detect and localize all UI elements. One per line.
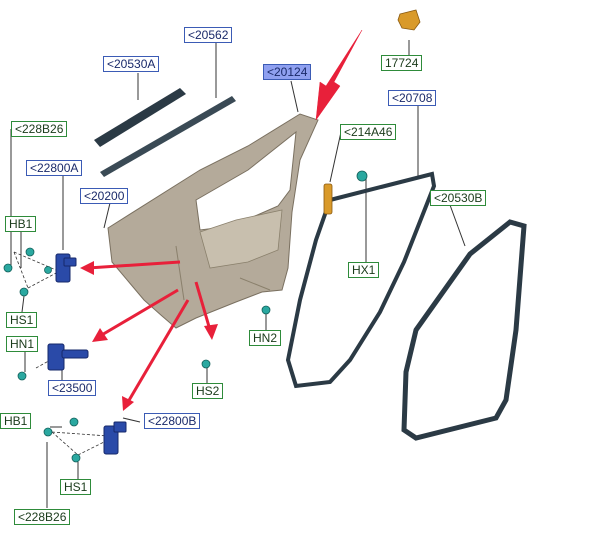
label-22800B[interactable]: <22800B [144, 413, 201, 429]
arrow-to-HS2 [194, 281, 212, 331]
label-20200[interactable]: <20200 [80, 188, 129, 204]
arrow-to-23500 [99, 288, 179, 338]
label-23500[interactable]: <23500 [48, 380, 97, 396]
label-17724[interactable]: 17724 [381, 55, 423, 71]
label-214A46[interactable]: <214A46 [340, 124, 397, 140]
label-20530B[interactable]: <20530B [430, 190, 487, 206]
orange-parts [323, 9, 421, 215]
door-panel-20124 [107, 113, 319, 329]
label-HN1[interactable]: HN1 [6, 336, 39, 352]
window-strip-20530A [94, 88, 186, 147]
label-HB1-top[interactable]: HB1 [5, 216, 37, 232]
assembly-dashed-lines [13, 251, 109, 456]
window-strip-20562 [100, 96, 236, 177]
label-22800A[interactable]: <22800A [26, 160, 83, 176]
leader-lines [10, 40, 466, 508]
label-20530A[interactable]: <20530A [103, 56, 160, 72]
check-strap-23500-part [47, 343, 89, 371]
arrow-to-22800B [126, 299, 190, 403]
fasteners [3, 170, 368, 463]
label-HS1-bottom[interactable]: HS1 [60, 479, 92, 495]
hinge-22800B-part [103, 421, 127, 455]
label-228B26-bottom[interactable]: <228B26 [14, 509, 71, 525]
door-seal-20530B [401, 219, 527, 441]
label-228B26-top[interactable]: <228B26 [11, 121, 68, 137]
label-HS1-top[interactable]: HS1 [6, 312, 38, 328]
label-HB1-bottom[interactable]: HB1 [0, 413, 32, 429]
hinge-22800A-part [55, 253, 77, 283]
label-20562[interactable]: <20562 [184, 27, 233, 43]
arrow-to-22800A [87, 260, 181, 270]
arrow-to-20124 [315, 29, 363, 121]
label-HN2[interactable]: HN2 [249, 330, 282, 346]
latch-214A46-part [323, 183, 333, 215]
bracket-17724-part [397, 9, 421, 31]
label-20124[interactable]: <20124 [263, 64, 312, 80]
label-20708[interactable]: <20708 [388, 90, 437, 106]
door-seal-20708 [285, 171, 437, 389]
label-HX1[interactable]: HX1 [348, 262, 380, 278]
red-callout-arrows [80, 29, 363, 411]
label-HS2[interactable]: HS2 [192, 383, 224, 399]
